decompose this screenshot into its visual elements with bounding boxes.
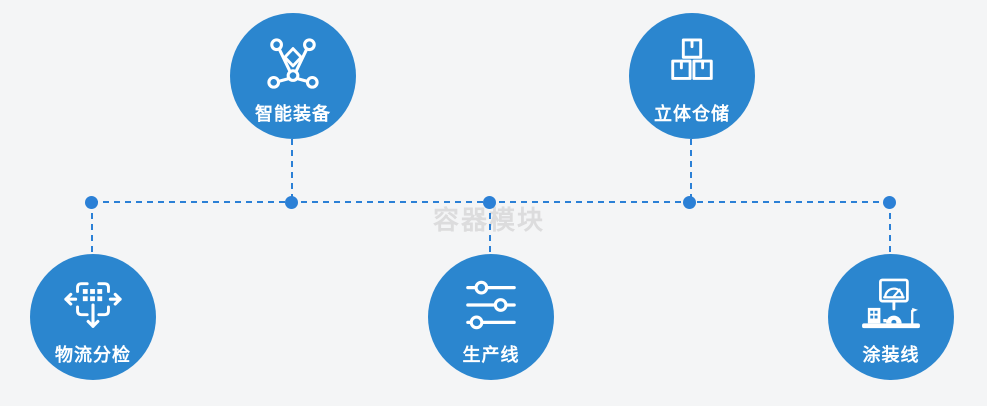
node-stereo-warehouse: 立体仓储 [629,13,755,139]
connector-dot [285,196,298,209]
node-label: 物流分检 [55,345,131,365]
connector-vline-painting-line [889,202,891,254]
connector-vline-production-line [489,202,491,254]
connector-vline-stereo-warehouse [690,139,692,202]
node-painting-line: 涂装线 [828,254,954,380]
node-label: 生产线 [462,345,520,365]
node-label: 立体仓储 [654,104,730,124]
stacked-boxes-icon [663,35,721,93]
node-smart-equipment: 智能装备 [230,13,356,139]
node-label: 智能装备 [255,104,331,124]
connector-dot [85,196,98,209]
sort-dispatch-arrows-icon [62,276,124,334]
connector-vline-smart-equipment [291,139,293,202]
connector-dot [883,196,896,209]
connector-dot [683,196,696,209]
connector-dot [483,196,496,209]
connector-vline-logistics-sorting [91,202,93,254]
watermark: 容器模块 [433,200,545,237]
network-nodes-icon [264,35,322,93]
node-production-line: 生产线 [428,254,554,380]
paint-console-icon [856,276,926,334]
node-logistics-sorting: 物流分检 [30,254,156,380]
node-label: 涂装线 [862,345,920,365]
sliders-icon [460,276,522,334]
